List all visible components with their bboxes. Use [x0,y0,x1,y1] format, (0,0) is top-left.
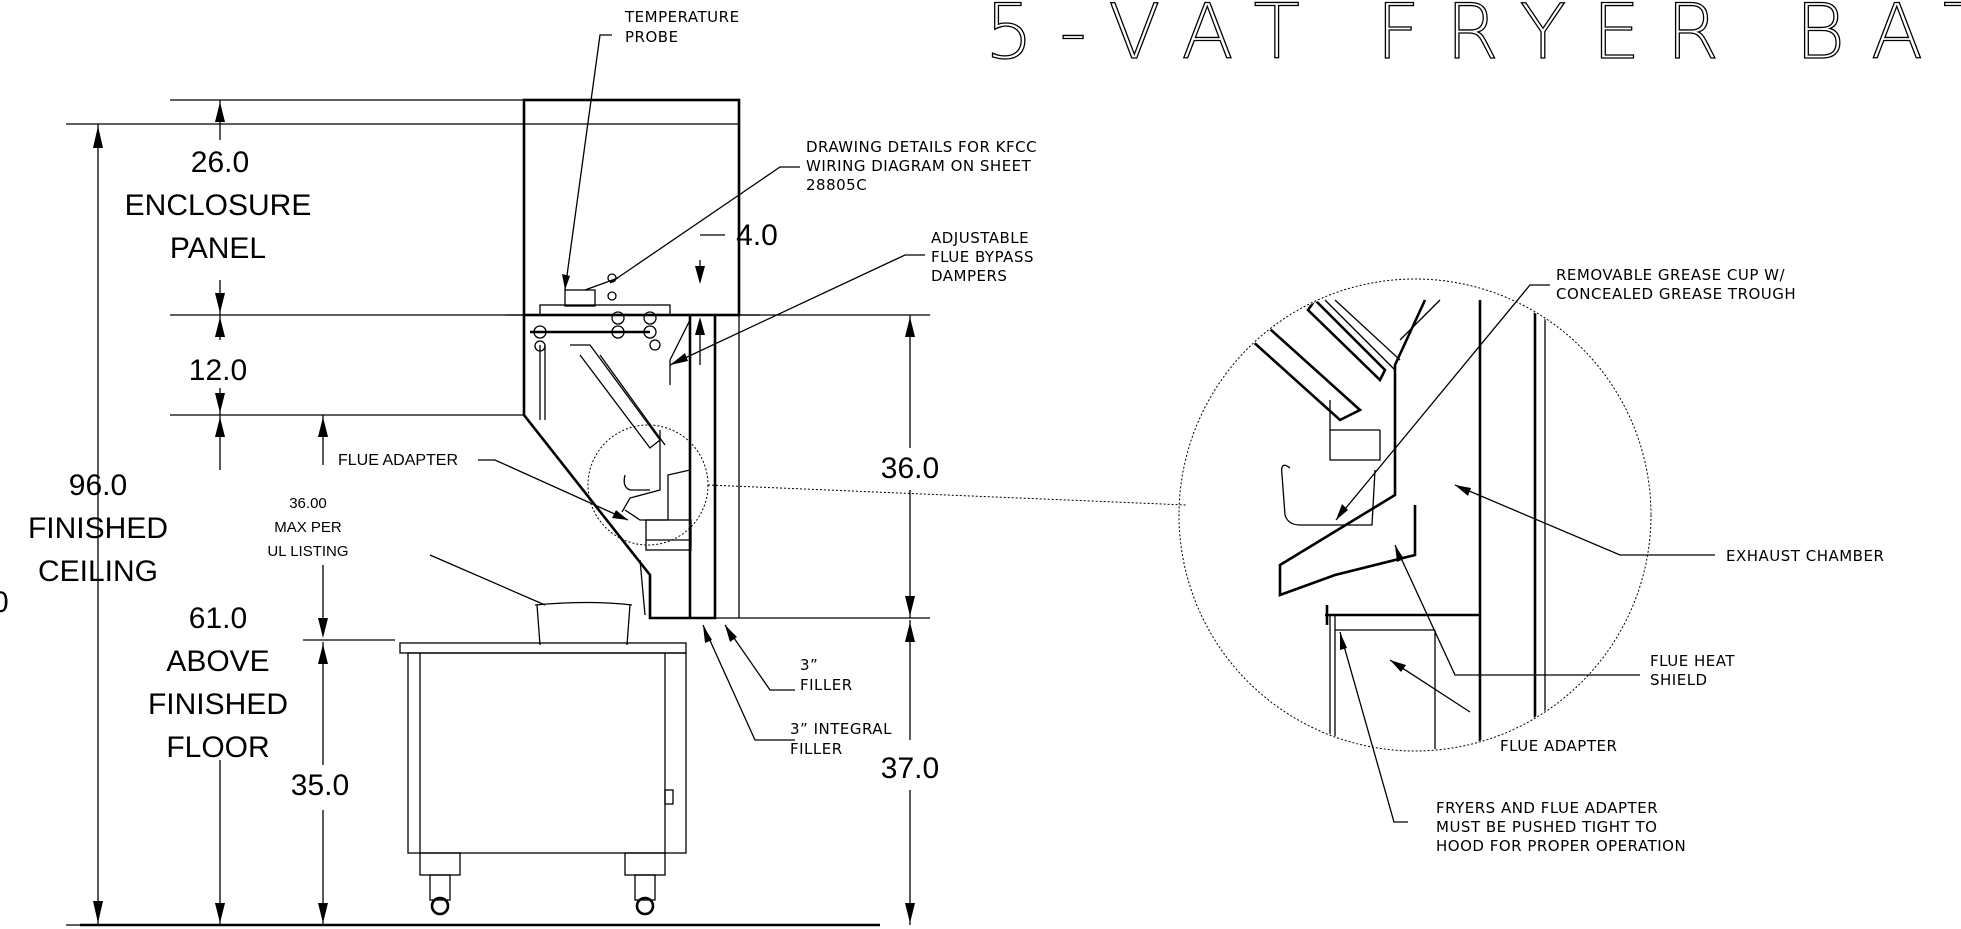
filler-label-line2: FILLER [800,676,853,694]
hood-elevation [505,98,760,620]
gap-dimension: 12.0 [189,354,247,387]
max-dimension: 36.00 [289,495,327,512]
left-dimension-lines [66,99,880,927]
hood-bottom-dimension: 61.0 [189,602,247,635]
push-tight-label-line2: MUST BE PUSHED TIGHT TO [1436,818,1657,836]
temperature-probe-label-line2: PROBE [625,28,679,46]
detail-view [1178,278,1715,823]
max-label-line1: MAX PER [274,519,342,536]
hood-height-dimension: 36.0 [881,452,939,485]
lower-dimension: 37.0 [881,752,939,785]
enclosure-label-line2: PANEL [170,232,266,265]
heat-shield-label-line2: SHIELD [1650,671,1708,689]
total-label-line1: FINISHED [28,512,168,545]
drawing-details-label-line1: DRAWING DETAILS FOR KFCC [806,138,1037,156]
push-tight-label-line3: HOOD FOR PROPER OPERATION [1436,837,1686,855]
enclosure-dimension: 26.0 [191,146,249,179]
hood-bottom-label-line2: FINISHED [148,688,288,721]
temperature-probe-label-line1: TEMPERATURE [624,8,740,26]
push-tight-label-line1: FRYERS AND FLUE ADAPTER [1436,799,1658,817]
cropped-dimension-fragment: 0 [0,586,9,619]
drawing-title: 5-VAT FRYER BATT [985,0,1961,76]
drawing-details-label-line2: WIRING DIAGRAM ON SHEET [806,157,1032,175]
drawing-details-label-line3: 28805C [806,176,867,194]
max-label-line2: UL LISTING [267,543,348,560]
enclosure-label-line1: ENCLOSURE [125,189,312,222]
dampers-label-line2: FLUE BYPASS [931,248,1034,266]
integral-filler-label-line1: 3” INTEGRAL [790,720,892,738]
flue-adapter-detail-label: FLUE ADAPTER [1500,737,1617,755]
callout-leaders [478,34,1187,741]
total-dimension: 96.0 [69,469,127,502]
filler-label-line1: 3” [800,656,818,674]
exhaust-chamber-label: EXHAUST CHAMBER [1726,547,1884,565]
hood-bottom-label-line3: FLOOR [166,731,269,764]
dampers-label-line3: DAMPERS [931,267,1007,285]
flue-adapter-label: FLUE ADAPTER [338,452,458,469]
grease-cup-label-line1: REMOVABLE GREASE CUP W/ [1556,266,1785,284]
fryer-unit [399,554,687,916]
integral-filler-label-line2: FILLER [790,740,843,758]
fryer-height-dimension: 35.0 [291,769,349,802]
grease-cup-label-line2: CONCEALED GREASE TROUGH [1556,285,1796,303]
dampers-label-line1: ADJUSTABLE [931,229,1029,247]
top-offset-dimension: 4.0 [736,219,778,252]
hood-bottom-label-line1: ABOVE [166,645,269,678]
right-dimension-lines [695,234,930,925]
total-label-line2: CEILING [38,555,158,588]
heat-shield-label-line1: FLUE HEAT [1650,652,1735,670]
